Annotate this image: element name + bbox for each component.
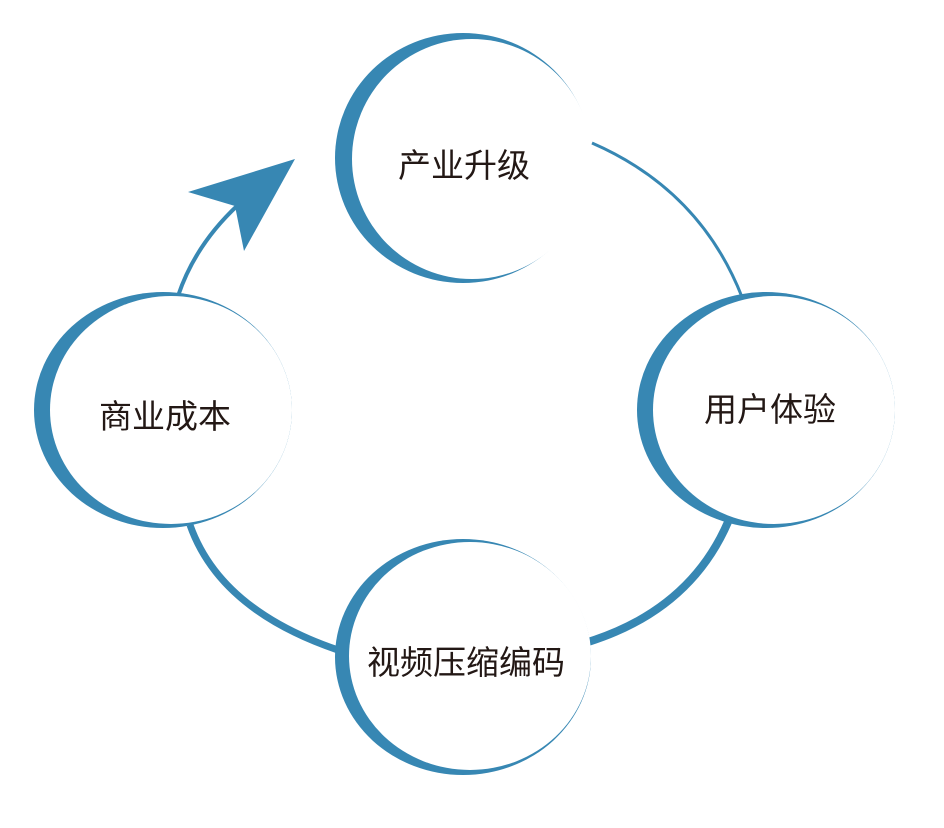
node-top-shape xyxy=(335,33,592,283)
node-label-business-cost: 商业成本 xyxy=(99,397,231,436)
node-right-shape xyxy=(637,292,895,528)
node-label-user-experience: 用户体验 xyxy=(704,390,836,429)
node-label-industry-upgrade: 产业升级 xyxy=(398,146,530,185)
connector-bottom-left xyxy=(186,523,340,654)
connector-right-bottom xyxy=(586,520,732,646)
connector-left-top xyxy=(176,203,240,297)
connector-top-right xyxy=(591,141,744,298)
node-bottom-shape xyxy=(335,539,591,775)
node-left-shape xyxy=(34,292,292,528)
node-label-video-compression: 视频压缩编码 xyxy=(367,643,565,682)
arrow-head-icon xyxy=(188,159,295,251)
